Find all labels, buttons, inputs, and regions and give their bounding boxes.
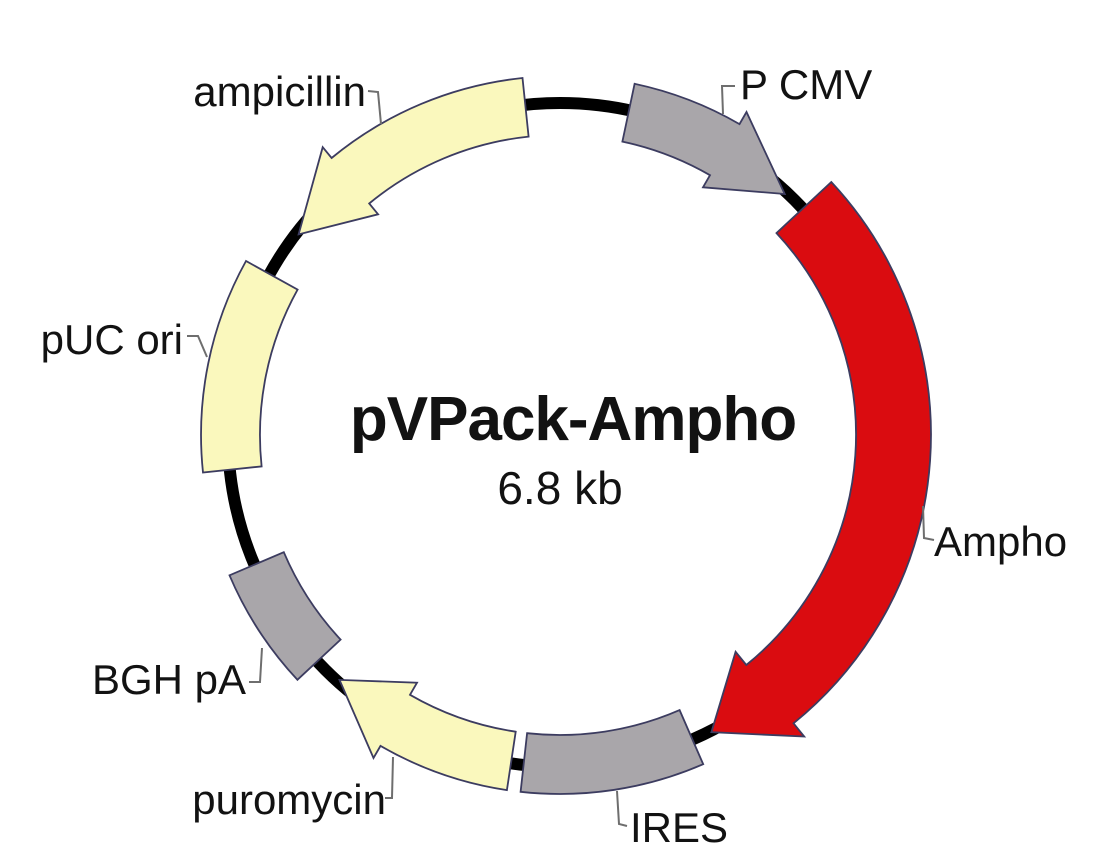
plasmid-size-label: 6.8 kb [497, 462, 622, 514]
bgh-pa-label: BGH pA [92, 656, 246, 703]
p-cmv-label: P CMV [740, 61, 872, 108]
puc-ori-feature-arc [200, 259, 299, 474]
puromycin-label: puromycin [192, 776, 386, 823]
ampicillin-label: ampicillin [193, 68, 366, 115]
ampho-label: Ampho [934, 518, 1067, 565]
ampho-leader-line [922, 505, 935, 541]
feature-arrows-group [200, 77, 932, 795]
plasmid-title: pVPack-Ampho [350, 385, 796, 454]
puromycin-leader-line [385, 756, 394, 799]
ampho-feature-arc [710, 180, 932, 738]
puc-ori-label: pUC ori [41, 316, 183, 363]
label-leader-lines-group [187, 85, 935, 827]
ires-leader-line [616, 790, 628, 827]
ires-feature-arc [519, 708, 705, 795]
p-cmv-feature-arc [621, 82, 787, 196]
ires-label: IRES [630, 804, 728, 851]
puromycin-feature-arc [338, 678, 517, 792]
p-cmv-leader-line [720, 85, 735, 115]
puc-ori-leader-line [187, 335, 208, 358]
ampicillin-leader-line [367, 90, 382, 125]
bgh-pa-feature-arc [228, 551, 342, 682]
ampicillin-feature-arc [297, 77, 530, 236]
bgh-pa-leader-line [249, 647, 263, 683]
